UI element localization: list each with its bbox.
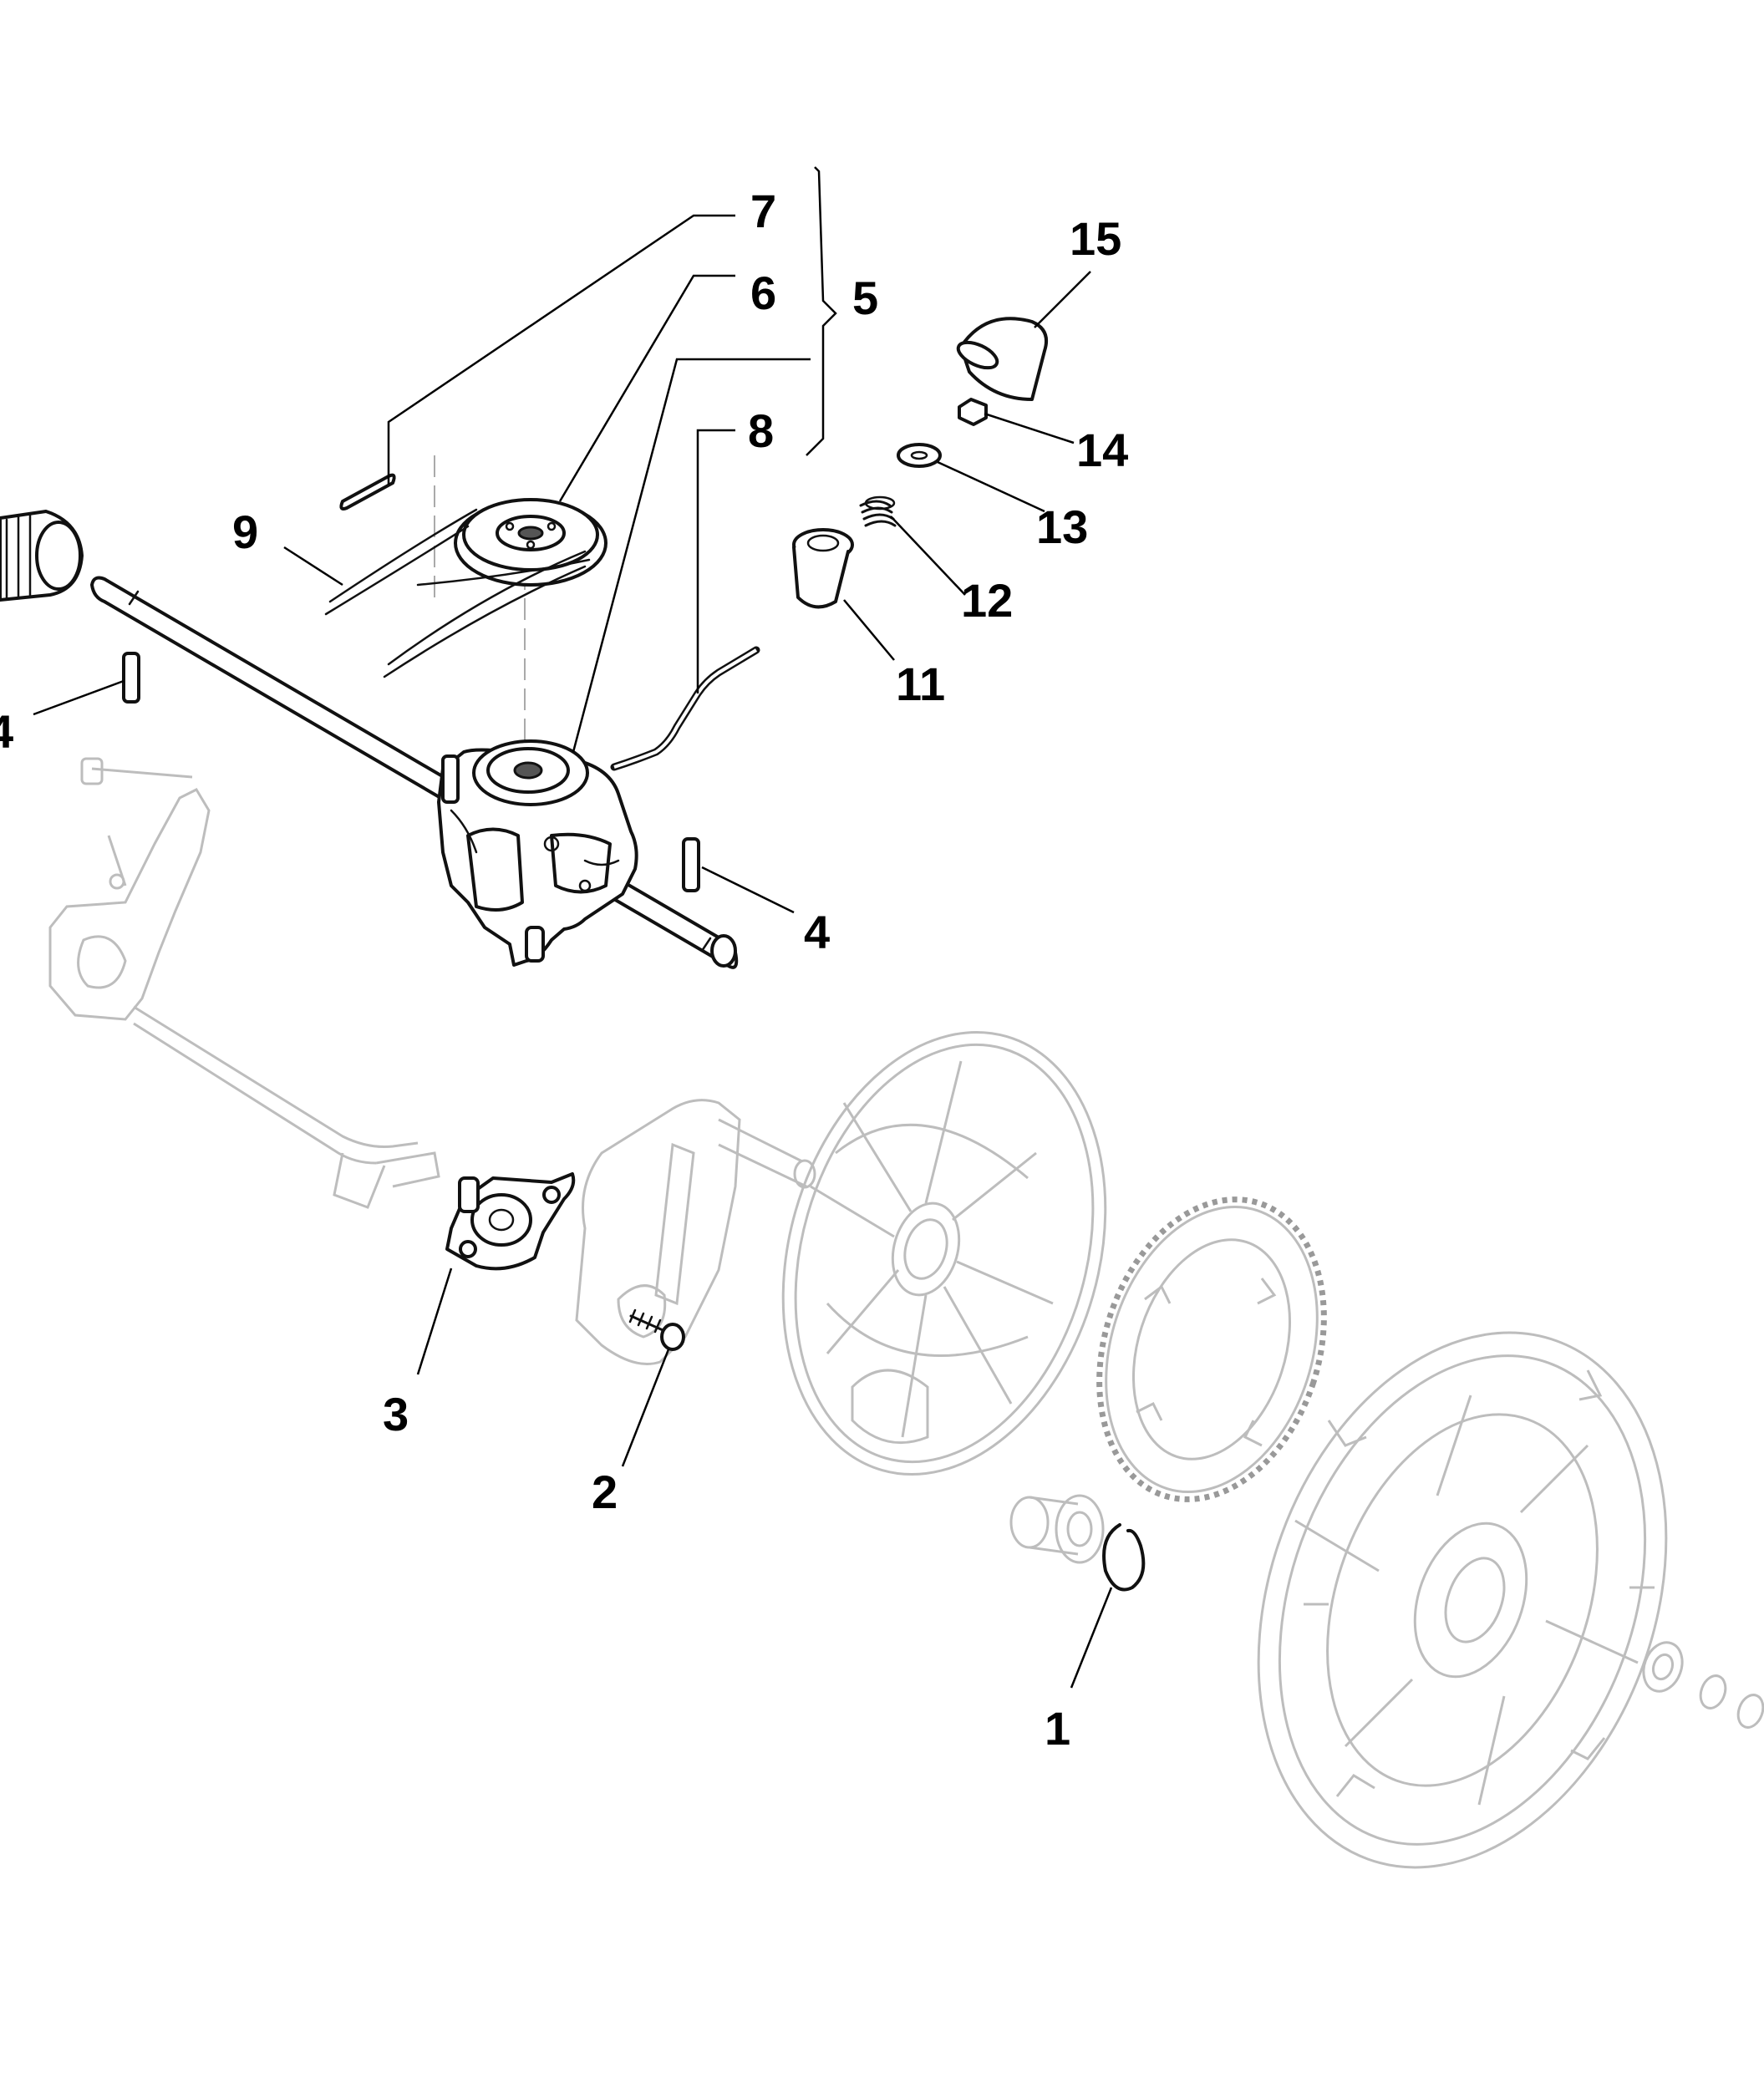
callout-12: 12: [961, 574, 1013, 627]
washer: [897, 443, 942, 468]
drive-belt: [324, 508, 591, 678]
ghost-wheel-disc: [781, 1030, 1107, 1476]
callout-9: 9: [232, 505, 258, 558]
circlip: [1102, 1523, 1146, 1592]
callout-4-right: 4: [804, 906, 830, 958]
callout-7: 7: [750, 185, 776, 237]
nut: [958, 398, 988, 426]
pin-right: [682, 837, 700, 892]
ghost-context-parts: [48, 757, 1764, 1869]
callout-2: 2: [592, 1466, 618, 1518]
screw: [628, 1308, 685, 1351]
callout-14: 14: [1076, 424, 1128, 476]
drive-shaft: [90, 576, 739, 969]
spring: [859, 495, 897, 527]
cap: [956, 317, 1049, 401]
highlighted-parts: [0, 317, 1146, 1592]
callout-15: 15: [1070, 212, 1121, 265]
callout-11: 11: [896, 658, 945, 710]
ghost-tire: [1257, 1331, 1668, 1869]
callout-3: 3: [383, 1388, 409, 1440]
callout-4-left: 4: [0, 705, 13, 758]
ghost-mounting-plate: [575, 1099, 816, 1365]
ghost-bearing-washers: [1642, 1641, 1764, 1729]
control-cable: [610, 646, 760, 771]
left-drive-pinion: [0, 510, 84, 602]
ghost-axle-rod: [133, 1005, 440, 1209]
callout-8: 8: [748, 404, 774, 457]
callout-13: 13: [1036, 500, 1088, 553]
pulley: [454, 498, 607, 587]
ghost-crown-gear: [1096, 1196, 1327, 1502]
shaft-key: [339, 473, 396, 511]
bushing: [792, 528, 854, 609]
ghost-pinion-gear: [1009, 1494, 1105, 1564]
callout-6: 6: [750, 267, 776, 319]
pin-left: [122, 652, 140, 704]
leader-lines: [33, 166, 1113, 1689]
ghost-deck-bracket: [48, 757, 211, 1021]
callout-1: 1: [1045, 1702, 1070, 1755]
gearbox: [437, 739, 638, 967]
callout-labels: 7 6 5 8 9 15 14 13 12 11 4 4 3 2 1: [0, 185, 1128, 1755]
callout-5: 5: [852, 272, 878, 324]
mounting-bracket: [445, 1172, 576, 1271]
